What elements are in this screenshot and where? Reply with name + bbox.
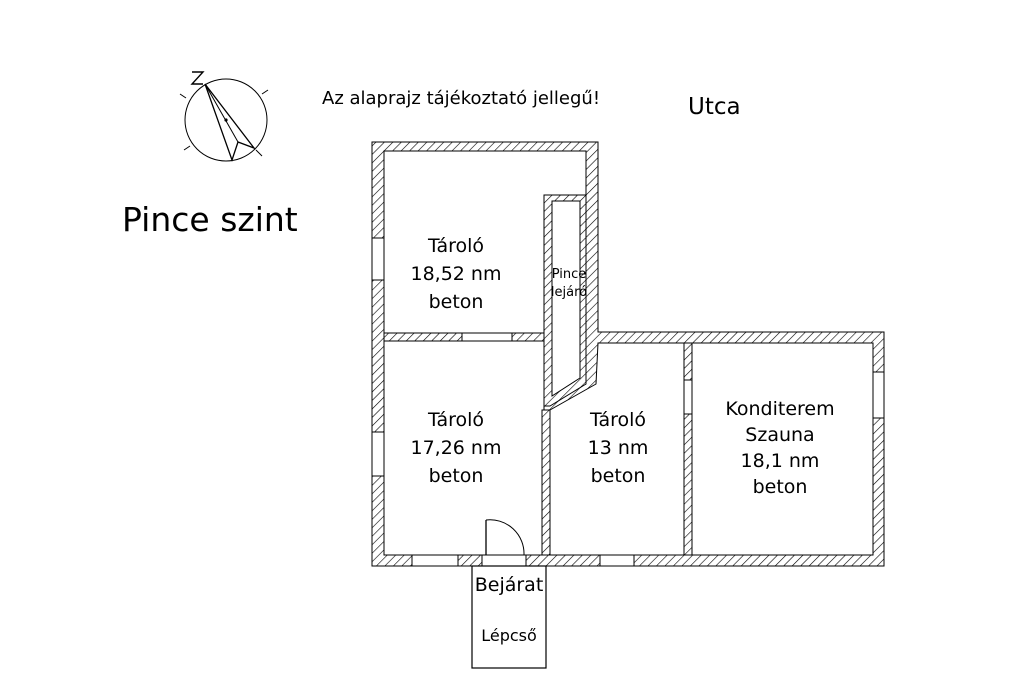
room-storage-3: Tároló 13 nm beton: [552, 406, 684, 490]
room-floor: beton: [590, 465, 646, 487]
room-floor: beton: [428, 465, 484, 487]
entrance-door-icon: [481, 519, 527, 567]
room-name-line2: Szauna: [745, 424, 815, 446]
stair-down-line2: lejáró: [550, 285, 588, 300]
room-floor: beton: [752, 476, 808, 498]
entrance-stairs-label: Lépcső: [481, 626, 537, 645]
windows: [371, 237, 885, 567]
room-floor: beton: [428, 291, 484, 313]
room-area: 13 nm: [587, 437, 649, 459]
room-storage-1: Tároló 18,52 nm beton: [392, 232, 520, 316]
disclaimer-note: Az alaprajz tájékoztató jellegű!: [322, 88, 601, 109]
entrance-label: Bejárat: [474, 574, 544, 596]
room-storage-2: Tároló 17,26 nm beton: [392, 406, 520, 490]
room-name: Tároló: [427, 235, 485, 257]
wall-room3-room4: [683, 342, 693, 556]
compass-icon: [179, 71, 269, 162]
stair-corridor-inner: [551, 200, 581, 397]
room-name-line1: Konditerem: [725, 398, 835, 420]
room-area: 17,26 nm: [410, 437, 502, 459]
room-gym-sauna: Konditerem Szauna 18,1 nm beton: [692, 396, 868, 500]
wall-room2-room3: [541, 409, 551, 556]
stair-down-label: Pince lejáró: [546, 266, 592, 302]
room-area: 18,52 nm: [410, 263, 502, 285]
north-letter-icon: [190, 71, 205, 85]
room-name: Tároló: [589, 409, 647, 431]
entrance-stairs-box: [471, 565, 547, 669]
floor-title: Pince szint: [122, 200, 298, 239]
room-name: Tároló: [427, 409, 485, 431]
street-label: Utca: [688, 94, 741, 120]
room-area: 18,1 nm: [740, 450, 820, 472]
stair-down-line1: Pince: [551, 267, 587, 282]
outer-walls: [371, 141, 885, 567]
